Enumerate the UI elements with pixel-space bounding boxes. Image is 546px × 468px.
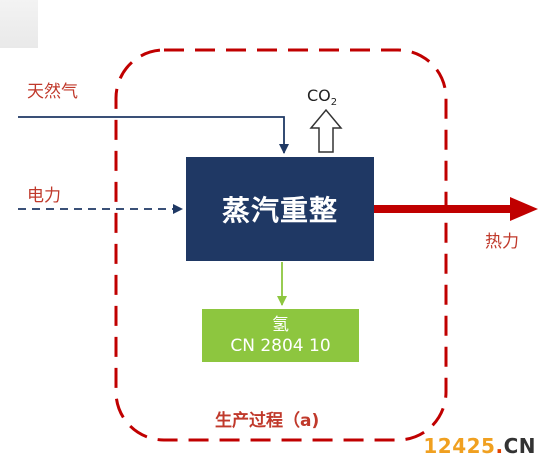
heat-arrow-head (510, 197, 538, 221)
heat-arrow-shaft (374, 205, 512, 213)
natural-gas-flow-line (18, 116, 289, 154)
watermark-dot: . (495, 434, 504, 458)
hydrogen-product-box: 氢 CN 2804 10 (202, 309, 359, 362)
heat-label: 热力 (485, 232, 519, 252)
process-boundary-label: 生产过程（a) (215, 411, 320, 431)
process-boundary (114, 48, 448, 442)
watermark-tld: CN (503, 434, 536, 458)
co2-main-text: CO (307, 86, 331, 105)
co2-label: CO2 (307, 86, 337, 108)
steam-reforming-box: 蒸汽重整 (186, 157, 374, 261)
process-name: 蒸汽重整 (221, 194, 338, 227)
site-watermark: 12425.CN (423, 434, 536, 458)
product-name: 氢 (272, 314, 289, 335)
watermark-digits: 12425 (423, 434, 496, 458)
co2-emission-arrow (309, 108, 343, 153)
natural-gas-label: 天然气 (27, 82, 78, 102)
co2-subscript: 2 (330, 97, 338, 109)
product-code: CN 2804 10 (230, 335, 331, 356)
electricity-label: 电力 (27, 186, 61, 206)
top-left-background-patch (0, 0, 38, 48)
